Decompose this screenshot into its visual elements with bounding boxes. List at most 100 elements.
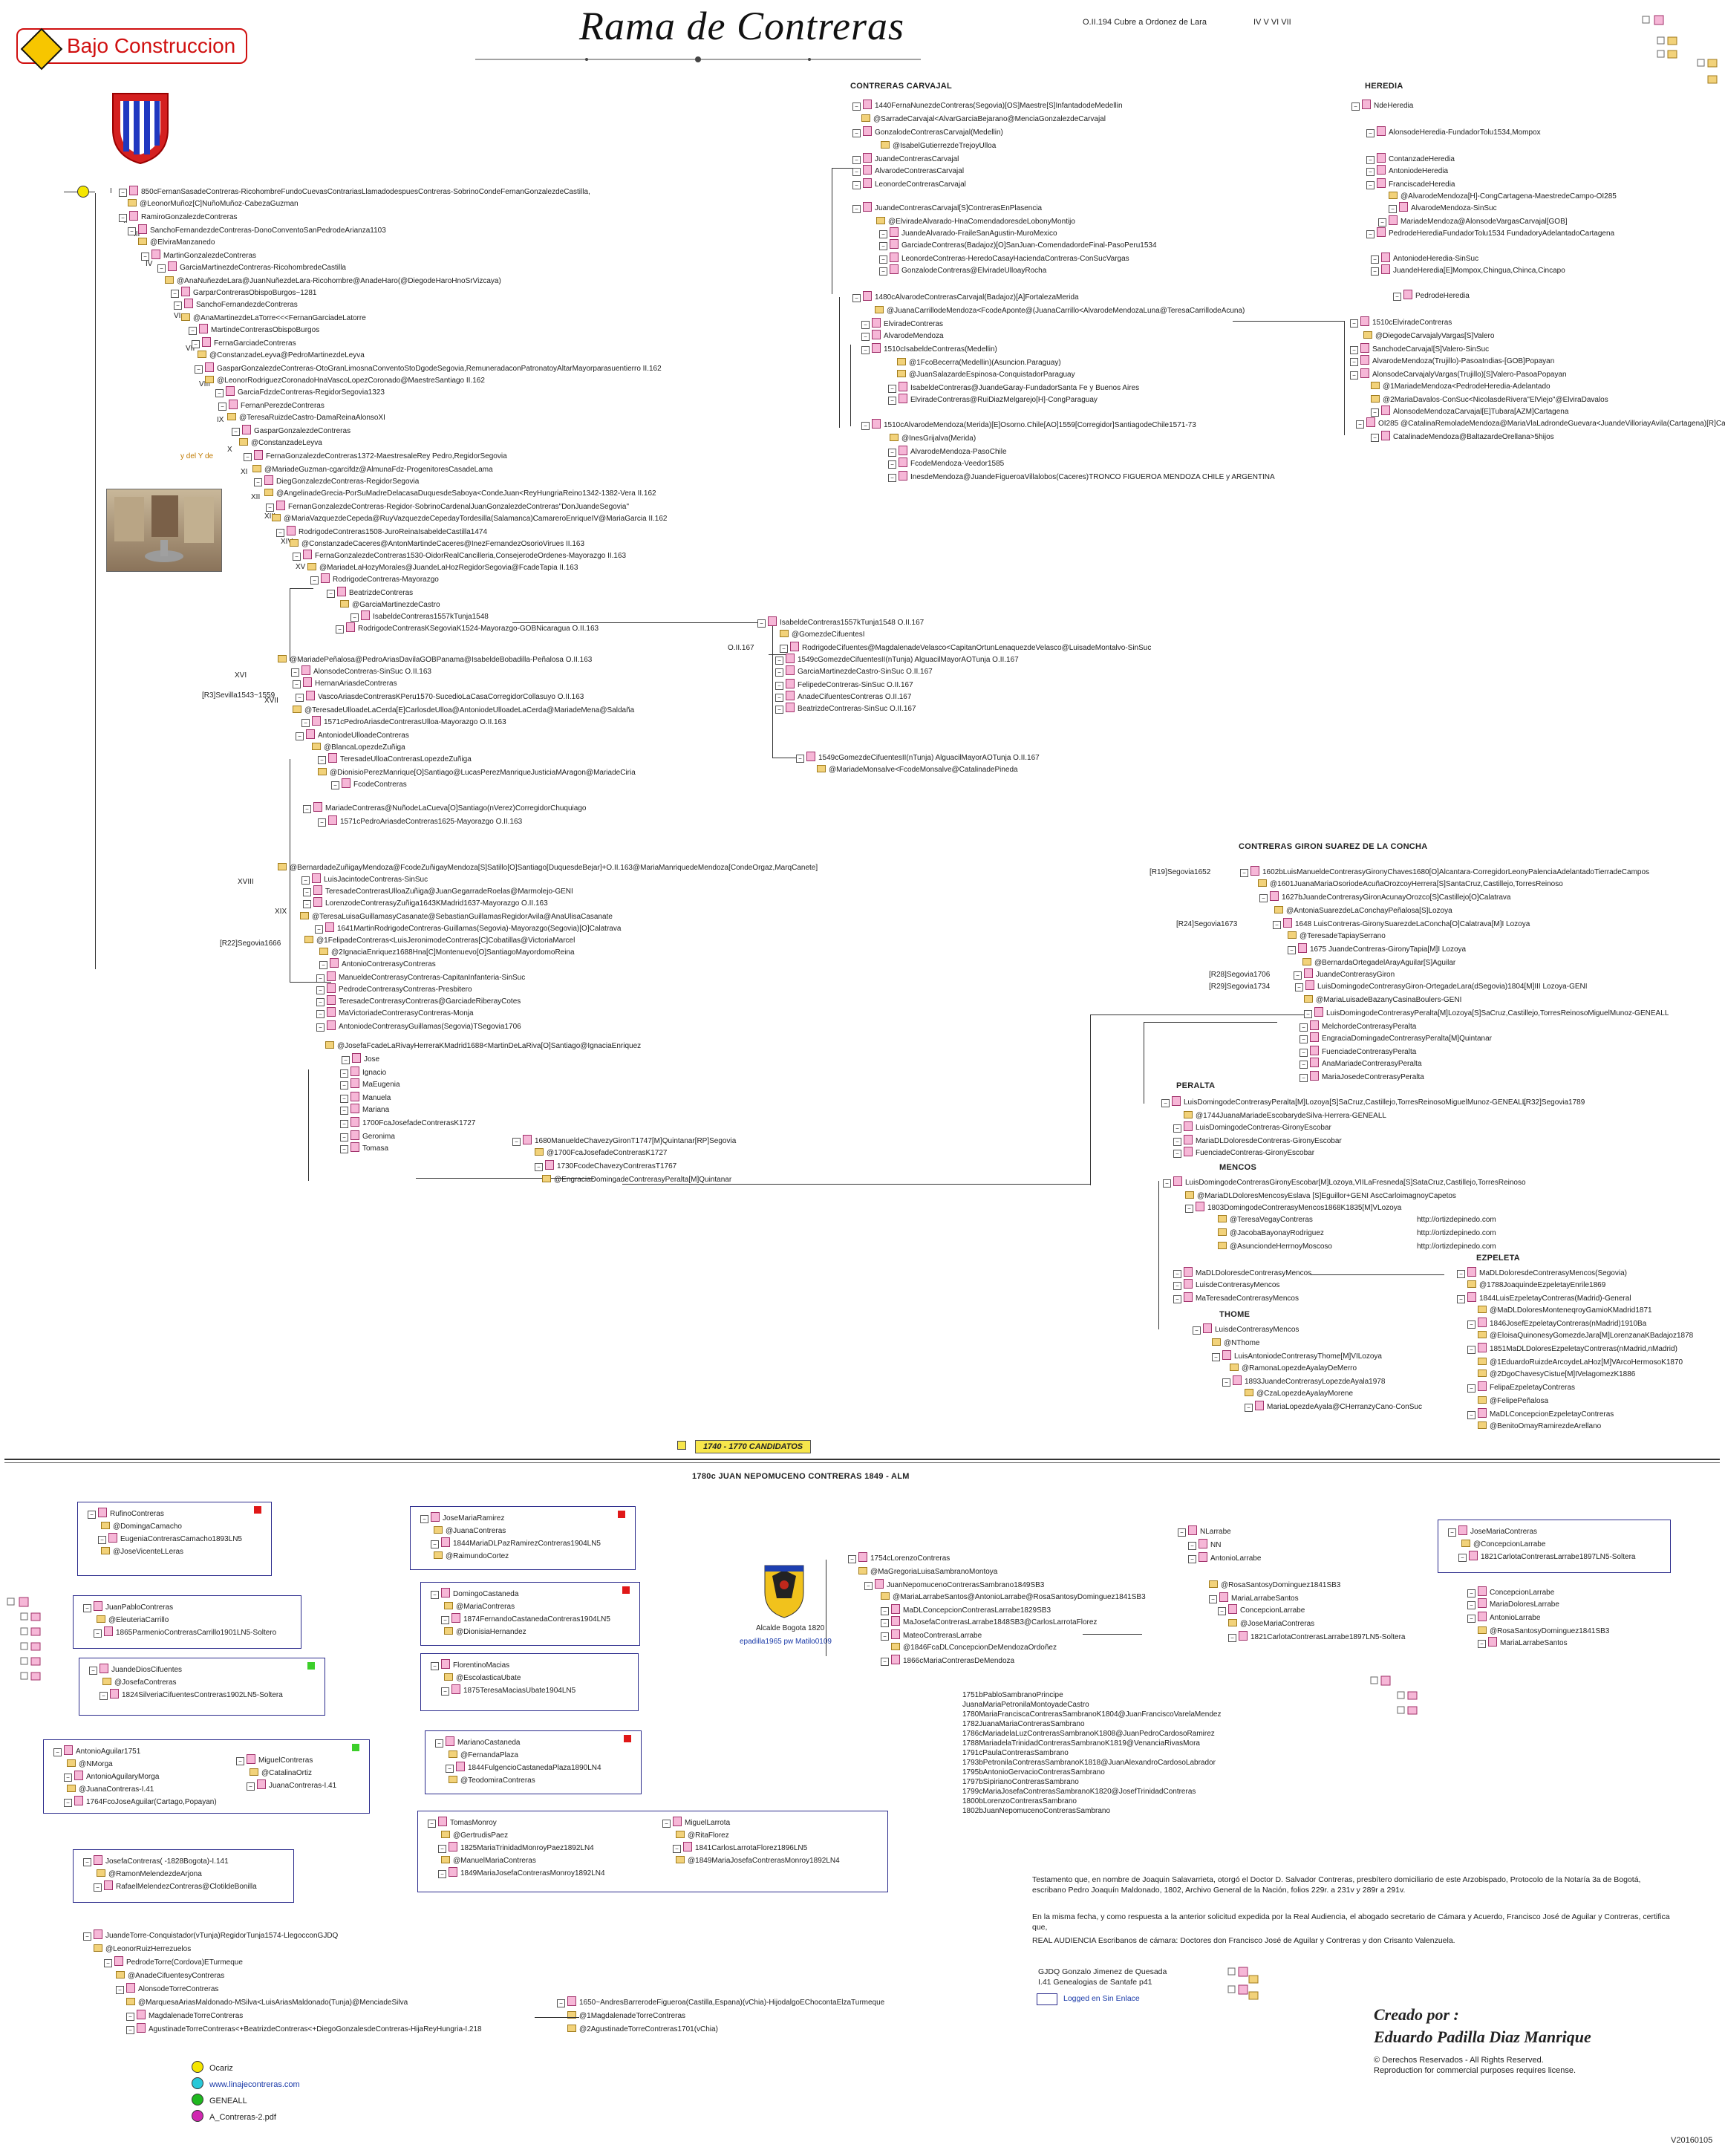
- expand-toggle-icon[interactable]: −: [1188, 1555, 1196, 1563]
- tree-row[interactable]: −GasparGonzalezdeContreras-OtoGranLimosn…: [195, 362, 662, 375]
- expand-toggle-icon[interactable]: −: [119, 189, 127, 197]
- tree-row[interactable]: @JosefaFcadeLaRivayHerreraKMadrid1688<Ma…: [325, 1040, 641, 1052]
- ezpeleta-row[interactable]: @1788JoaquindeEzpeletayEnrile1869: [1467, 1279, 1605, 1292]
- carvajal-row[interactable]: @SarradeCarvajal<AlvarGarciaBejarano@Men…: [861, 113, 1106, 126]
- expand-toggle-icon[interactable]: −: [141, 253, 149, 261]
- candidate-row[interactable]: −JoseMariaContreras: [1448, 1525, 1537, 1538]
- tree-row[interactable]: @MariadePeñalosa@PedroAriasDavilaGOBPana…: [278, 654, 592, 666]
- tree-row[interactable]: −RodrigodeContreras1508-JuroReinaIsabeld…: [276, 526, 487, 538]
- expand-toggle-icon[interactable]: −: [94, 1883, 102, 1892]
- expand-toggle-icon[interactable]: −: [780, 645, 788, 653]
- candidate-row[interactable]: −JoseMariaRamirez: [420, 1512, 504, 1525]
- expand-toggle-icon[interactable]: −: [1212, 1353, 1220, 1361]
- carvajal-row[interactable]: −1510cIsabeldeContreras(Medellin): [861, 343, 997, 356]
- expand-toggle-icon[interactable]: −: [1288, 946, 1296, 954]
- expand-toggle-icon[interactable]: −: [1300, 1061, 1308, 1069]
- expand-toggle-icon[interactable]: −: [315, 925, 323, 934]
- candidate-row[interactable]: −JuanaContreras-I.41: [247, 1779, 336, 1792]
- tree-row[interactable]: −AntoniodeUlloadeContreras: [296, 729, 409, 742]
- expand-toggle-icon[interactable]: −: [881, 1658, 889, 1666]
- torre-row[interactable]: @AnadeCifuentesyContreras: [116, 1970, 224, 1982]
- expand-toggle-icon[interactable]: −: [1448, 1528, 1456, 1537]
- giron-row[interactable]: @AntoniaSuarezdeLaConchayPeñalosa[S]Lozo…: [1274, 905, 1452, 917]
- expand-toggle-icon[interactable]: −: [861, 333, 870, 341]
- carvajal-row[interactable]: @IsabelGutierrezdeTrejoyUlloa: [881, 140, 996, 152]
- expand-toggle-icon[interactable]: −: [157, 264, 166, 273]
- expand-toggle-icon[interactable]: −: [512, 1138, 521, 1146]
- tree-row[interactable]: @ConstanzadeLeyva: [239, 437, 322, 449]
- tree-row[interactable]: −Mariana: [340, 1104, 389, 1116]
- giron-row[interactable]: −1648 LuisContreras-GironySuarezdeLaConc…: [1273, 918, 1530, 931]
- expand-toggle-icon[interactable]: −: [535, 1163, 543, 1171]
- expand-toggle-icon[interactable]: −: [1467, 1411, 1475, 1419]
- ezpeleta-row[interactable]: @EloisaQuinonesyGomezdeJara[M]LorenzanaK…: [1478, 1329, 1693, 1342]
- heredia-row[interactable]: @2MariaDavalos-ConSuc<NicolasdeRivera"El…: [1371, 394, 1608, 406]
- expand-toggle-icon[interactable]: −: [1389, 205, 1397, 213]
- giron-row[interactable]: −1675 JuandeContreras-GironyTapia[M]I Lo…: [1288, 943, 1466, 956]
- tree-row[interactable]: @BlancaLopezdeZuñiga: [312, 741, 405, 754]
- expand-toggle-icon[interactable]: −: [1371, 434, 1379, 442]
- expand-toggle-icon[interactable]: −: [881, 1619, 889, 1627]
- expand-toggle-icon[interactable]: −: [319, 961, 327, 969]
- expand-toggle-icon[interactable]: −: [861, 422, 870, 430]
- candidate-row[interactable]: @DomingaCamacho: [101, 1520, 182, 1533]
- expand-toggle-icon[interactable]: −: [331, 781, 339, 789]
- expand-toggle-icon[interactable]: −: [1295, 983, 1303, 991]
- expand-toggle-icon[interactable]: −: [864, 1582, 873, 1590]
- ezpeleta-row[interactable]: −1846JosefEzpeletayContreras(nMadrid)191…: [1467, 1318, 1646, 1330]
- tree-row[interactable]: −1571cPedroAriasdeContreras1625-Mayorazg…: [318, 815, 522, 828]
- expand-toggle-icon[interactable]: −: [431, 1591, 439, 1599]
- expand-toggle-icon[interactable]: −: [215, 389, 224, 397]
- expand-toggle-icon[interactable]: −: [441, 1687, 449, 1696]
- tree-row[interactable]: −1549cGomezdeCifuentesII(nTunja) Alguaci…: [796, 752, 1040, 764]
- tree-row[interactable]: @GomezdeCifuentesI: [780, 628, 865, 641]
- expand-toggle-icon[interactable]: −: [1259, 894, 1268, 902]
- tree-row[interactable]: −BeatrizdeContreras: [327, 587, 413, 599]
- expand-toggle-icon[interactable]: −: [340, 1095, 348, 1103]
- expand-toggle-icon[interactable]: −: [1467, 1346, 1475, 1354]
- expand-toggle-icon[interactable]: −: [316, 1023, 325, 1032]
- candidate-row[interactable]: −1849MariaJosefaContrerasMonroy1892LN4: [438, 1867, 605, 1880]
- expand-toggle-icon[interactable]: −: [310, 576, 319, 584]
- carvajal-row[interactable]: −GonzalodeContrerasCarvajal(Medellin): [852, 126, 1003, 139]
- candidate-row[interactable]: −1821CarlotaContrerasLarrabe1897LN5-Solt…: [1458, 1551, 1635, 1563]
- expand-toggle-icon[interactable]: −: [1467, 1384, 1475, 1393]
- candidate-row[interactable]: −RufinoContreras: [88, 1508, 164, 1520]
- expand-toggle-icon[interactable]: −: [1173, 1150, 1181, 1158]
- peralta-row[interactable]: −LuisDomingodeContrerasyPeralta[M]Lozoya…: [1161, 1096, 1526, 1109]
- expand-toggle-icon[interactable]: −: [316, 1010, 325, 1018]
- candidate-row[interactable]: @DionisiaHernandez: [444, 1626, 526, 1638]
- larrabe-row[interactable]: −ConcepcionLarrabe: [1218, 1604, 1305, 1617]
- expand-toggle-icon[interactable]: −: [441, 1616, 449, 1624]
- mencos-row[interactable]: −1803DomingodeContrerasyMencos1868K1835[…: [1185, 1202, 1401, 1214]
- torre-row[interactable]: −JuandeTorre-Conquistador(vTunja)Regidor…: [83, 1929, 338, 1942]
- expand-toggle-icon[interactable]: −: [1300, 1074, 1308, 1082]
- candidate-row[interactable]: −JuandeDiosCifuentes: [89, 1664, 182, 1676]
- expand-toggle-icon[interactable]: −: [1350, 346, 1358, 354]
- tree-row[interactable]: −HernanAriasdeContreras: [293, 677, 397, 690]
- torre-row[interactable]: @MarquesaAriasMaldonado-MSilva<LuisArias…: [126, 1996, 408, 2009]
- tree-row[interactable]: −AntonioContrerasyContreras: [319, 958, 436, 971]
- candidate-row[interactable]: @NMorga: [67, 1758, 113, 1771]
- expand-toggle-icon[interactable]: −: [888, 474, 896, 482]
- expand-toggle-icon[interactable]: −: [94, 1629, 102, 1638]
- carvajal-row[interactable]: @1FcoBecerra(Medellin)(Asuncion.Paraguay…: [897, 356, 1061, 369]
- larrabe-row[interactable]: @RosaSantosyDominguez1841SB3: [1478, 1625, 1609, 1638]
- ezpeleta-row[interactable]: @MaDLDoloresMonteneqroyGamioKMadrid1871: [1478, 1304, 1652, 1317]
- tree-row[interactable]: −TeresadeUlloaContrerasLopezdeZuñiga: [318, 753, 472, 766]
- tree-row[interactable]: −ManueldeContrerasyContreras-CapitanInfa…: [316, 971, 525, 984]
- expand-toggle-icon[interactable]: −: [100, 1692, 108, 1700]
- expand-toggle-icon[interactable]: −: [1356, 420, 1364, 429]
- expand-toggle-icon[interactable]: −: [301, 719, 310, 727]
- mencos-link-3[interactable]: http://ortizdepinedo.com: [1417, 1240, 1496, 1253]
- expand-toggle-icon[interactable]: −: [126, 2026, 134, 2034]
- giron-row[interactable]: −AnaMariadeContrerasyPeralta: [1300, 1058, 1422, 1070]
- expand-toggle-icon[interactable]: −: [247, 1782, 255, 1791]
- heredia-row[interactable]: −JuandeHeredia[E]Mompox,Chingua,Chinca,C…: [1371, 264, 1565, 277]
- candidate-row[interactable]: −1825MariaTrinidadMonroyPaez1892LN4: [438, 1842, 594, 1854]
- carvajal-row[interactable]: @InesGrijalva(Merida): [890, 432, 976, 445]
- tree-row[interactable]: −DiegGonzalezdeContreras-RegidorSegovia: [254, 475, 419, 488]
- expand-toggle-icon[interactable]: −: [340, 1133, 348, 1141]
- ezpeleta-row[interactable]: @1EduardoRuizdeArcoydeLaHoz[M]VArcoHermo…: [1478, 1356, 1683, 1369]
- peralta-row[interactable]: @1744JuanaMariadeEscobarydeSilva-Herrera…: [1184, 1110, 1386, 1122]
